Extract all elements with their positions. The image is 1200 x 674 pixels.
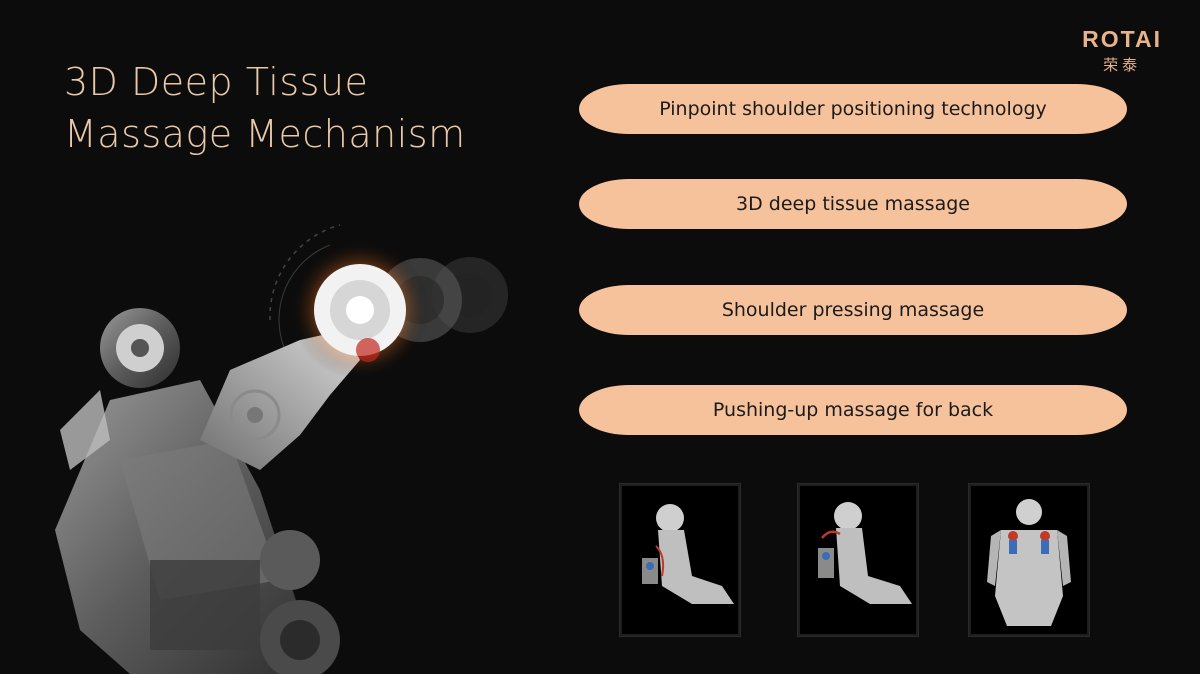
feature-pill-shoulder-positioning: Pinpoint shoulder positioning technology — [579, 84, 1127, 134]
body-side-view-icon — [642, 504, 734, 604]
feature-label: Pushing-up massage for back — [712, 399, 994, 421]
feature-pill-shoulder-pressing: Shoulder pressing massage — [579, 285, 1127, 335]
logo-brand: ROTAI — [1082, 26, 1162, 52]
body-side-view-icon — [818, 502, 912, 604]
title-line-1: 3D Deep Tissue — [64, 60, 369, 104]
page-title: 3D Deep Tissue Massage Mechanism — [64, 56, 466, 160]
rotai-logo: ROTAI 荣泰 — [1082, 26, 1162, 75]
feature-pill-pushing-up: Pushing-up massage for back — [579, 385, 1127, 435]
thumbnail-shoulder-pressing — [969, 484, 1089, 636]
feature-label: Shoulder pressing massage — [721, 299, 985, 321]
body-back-view-icon — [987, 499, 1071, 626]
massage-mechanism-illustration — [55, 224, 508, 674]
thumbnail-shoulder-positioning — [620, 484, 740, 636]
title-line-2: Massage Mechanism — [64, 112, 466, 156]
feature-label: 3D deep tissue massage — [736, 193, 970, 215]
feature-pill-3d-massage: 3D deep tissue massage — [579, 179, 1127, 229]
feature-label: Pinpoint shoulder positioning technology — [659, 98, 1047, 120]
logo-chinese: 荣泰 — [1103, 56, 1142, 74]
thumbnail-3d-massage — [798, 484, 918, 636]
